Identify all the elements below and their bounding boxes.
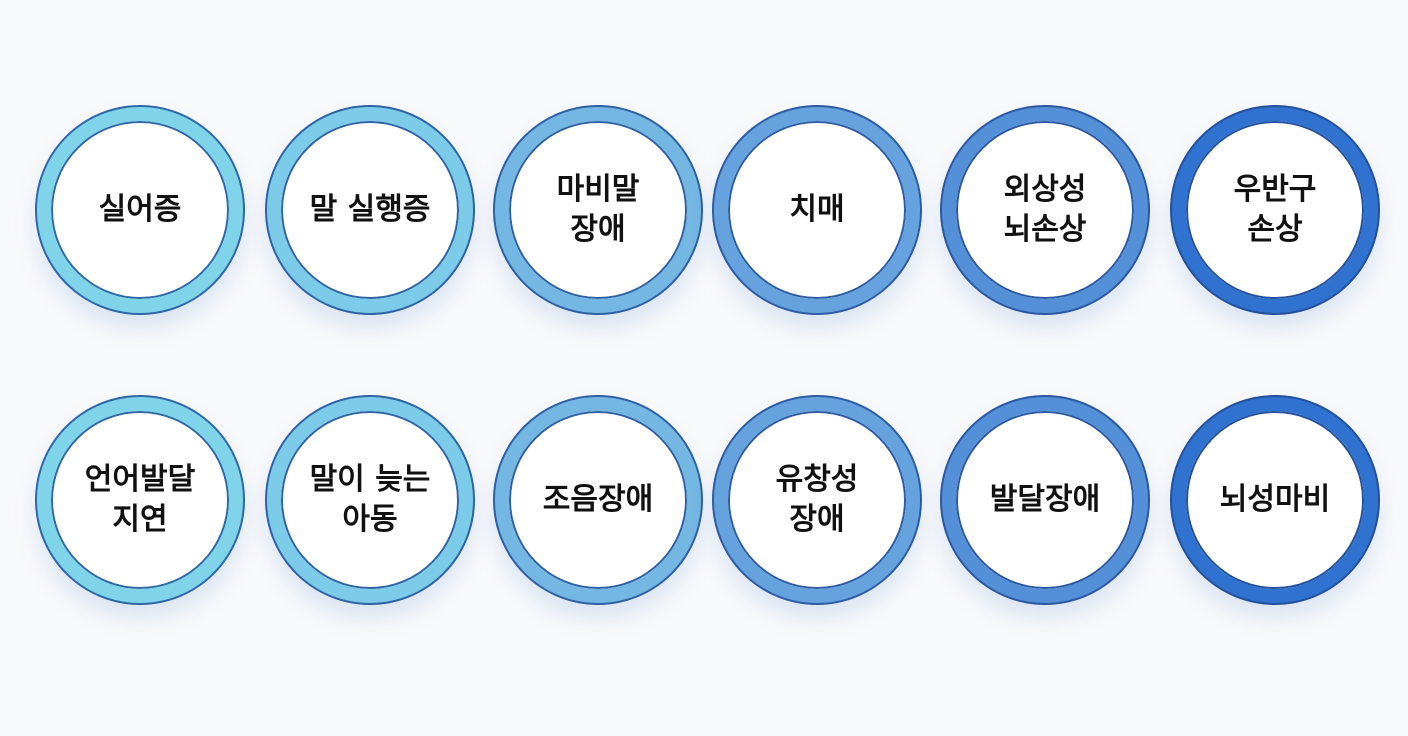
- circle-node: 말 실행증: [267, 107, 473, 313]
- node-label: 치매: [789, 192, 845, 227]
- node-label: 외상성 뇌손상: [1003, 172, 1087, 247]
- circle-node: 뇌성마비: [1172, 397, 1378, 603]
- circle-node: 언어발달 지연: [37, 397, 243, 603]
- node-label: 말이 늦는 아동: [309, 462, 431, 537]
- node-label: 말 실행증: [309, 192, 431, 227]
- node-label: 유창성 장애: [775, 462, 859, 537]
- circle-node: 말이 늦는 아동: [267, 397, 473, 603]
- circle-node: 유창성 장애: [714, 397, 920, 603]
- node-label: 우반구 손상: [1233, 172, 1317, 247]
- node-label: 실어증: [98, 192, 182, 227]
- node-label: 마비말 장애: [556, 172, 640, 247]
- circle-node: 마비말 장애: [495, 107, 701, 313]
- node-label: 뇌성마비: [1219, 482, 1331, 517]
- circle-node: 치매: [714, 107, 920, 313]
- circle-node: 실어증: [37, 107, 243, 313]
- circle-node: 외상성 뇌손상: [942, 107, 1148, 313]
- circle-node: 발달장애: [942, 397, 1148, 603]
- node-label: 조음장애: [542, 482, 654, 517]
- node-label: 발달장애: [989, 482, 1101, 517]
- node-label: 언어발달 지연: [84, 462, 196, 537]
- circle-node: 우반구 손상: [1172, 107, 1378, 313]
- circle-node: 조음장애: [495, 397, 701, 603]
